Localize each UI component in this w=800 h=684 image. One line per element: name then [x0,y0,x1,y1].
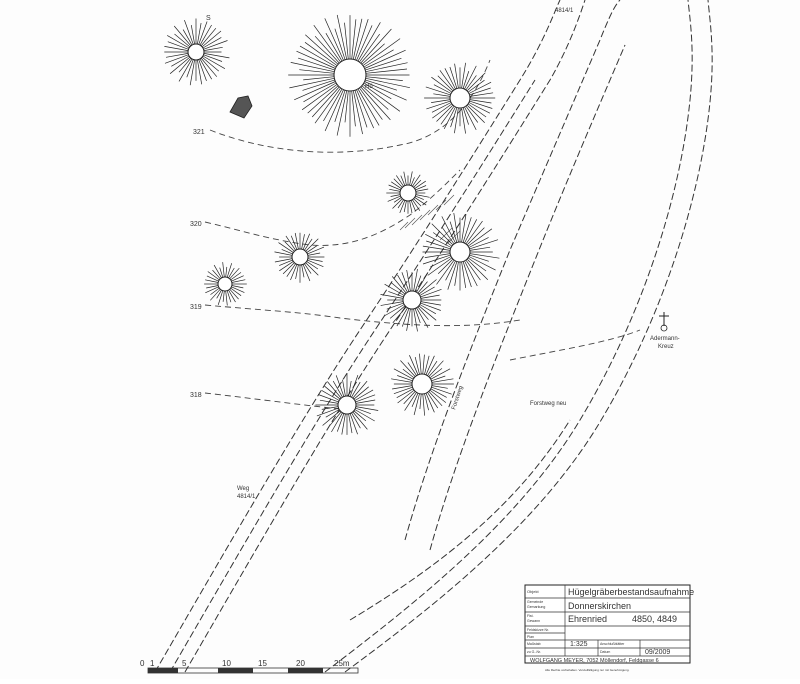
contour-label-319: 319 [190,304,202,311]
road-edge-1 [154,0,561,673]
forstweg-neu-label: Forstweg neu [530,401,566,407]
kreuz-label-1: Adermann- [650,336,680,342]
weg-number: 4814/1 [237,494,256,500]
scale-tick-15: 15 [258,659,267,668]
stone-marker-icon [229,95,253,119]
tb-key-plan: Plan [527,635,534,639]
hatched-embankment [399,194,461,244]
tb-date: 09/2009 [645,649,670,656]
burial-mound [391,353,454,416]
burial-mound [380,268,442,332]
road-bank [169,79,536,673]
tb-key-zu-gnr: zu G.-Nr. [527,650,541,654]
mound-label-hu: Hü [365,84,373,90]
tb-parcels: 4850, 4849 [632,614,677,624]
kreuz-label-2: Kreuz [658,344,674,350]
top-small-label: S [206,15,211,22]
title-block: Objekt Hügelgräberbestandsaufnahme Gemei… [524,584,694,672]
burial-mound [386,171,430,214]
contour-319 [204,304,521,327]
scale-tick-0: 0 [140,659,145,668]
scale-bar: 0 1 5 10 15 20 25m [140,659,359,674]
weg-label: Weg [237,486,249,492]
contour-320 [204,169,461,246]
road-number-top: 4814/1 [555,8,574,14]
contour-label-320: 320 [190,221,202,228]
forstweg-edge-2 [429,44,626,551]
outer-road-2 [344,0,713,673]
cross-symbol-icon [659,312,669,332]
forstweg-label: Forstweg [451,385,464,410]
tb-district: Ehrenried [568,614,607,624]
burial-mound [288,14,410,137]
forstweg-neu-line [509,329,641,361]
tb-municipality: Donnerskirchen [568,601,631,611]
tb-key-gewann: Gewann [527,619,540,623]
tb-key-anschluss: Anschlußblätter [600,642,625,646]
tb-scale: 1:325 [570,641,588,648]
tb-key-flst: Flst. [527,614,534,618]
scale-tick-25m: 25m [334,659,350,668]
burial-mound [424,62,496,134]
tb-title: Hügelgräberbestandsaufnahme [568,587,694,597]
tb-fineprint: Alle Rechte vorbehalten. Vervielfältigun… [545,668,630,672]
burial-mound [164,18,230,86]
contour-318 [204,392,351,411]
tb-key-gemeinde: Gemeinde [527,600,543,604]
contour-label-318: 318 [190,392,202,399]
tb-surveyor: WOLFGANG MEYER, 7052 Möllendorf, Feldgas… [530,658,659,664]
tb-key-massstab: Maßstab [527,642,541,646]
tb-key-datum: Datum [600,650,610,654]
burial-mound [422,212,500,291]
forstweg-edge-1 [404,0,621,541]
road-edge-2 [184,0,586,673]
tb-key-feldskizze: Feldskizze Nr. [527,628,549,632]
outer-road-3 [349,419,571,621]
scale-tick-5: 5 [182,659,187,668]
burial-mound [274,232,325,283]
scale-tick-10: 10 [222,659,231,668]
tb-key-objekt: Objekt [527,589,539,594]
scale-tick-1: 1 [150,659,155,668]
tb-key-gemarkung: Gemarkung [527,605,545,609]
scale-tick-20: 20 [296,659,305,668]
burial-mound [315,373,379,435]
outer-road-1 [324,0,693,673]
contour-label-321: 321 [193,129,205,136]
burial-mounds [164,14,500,435]
burial-mound [204,262,247,306]
